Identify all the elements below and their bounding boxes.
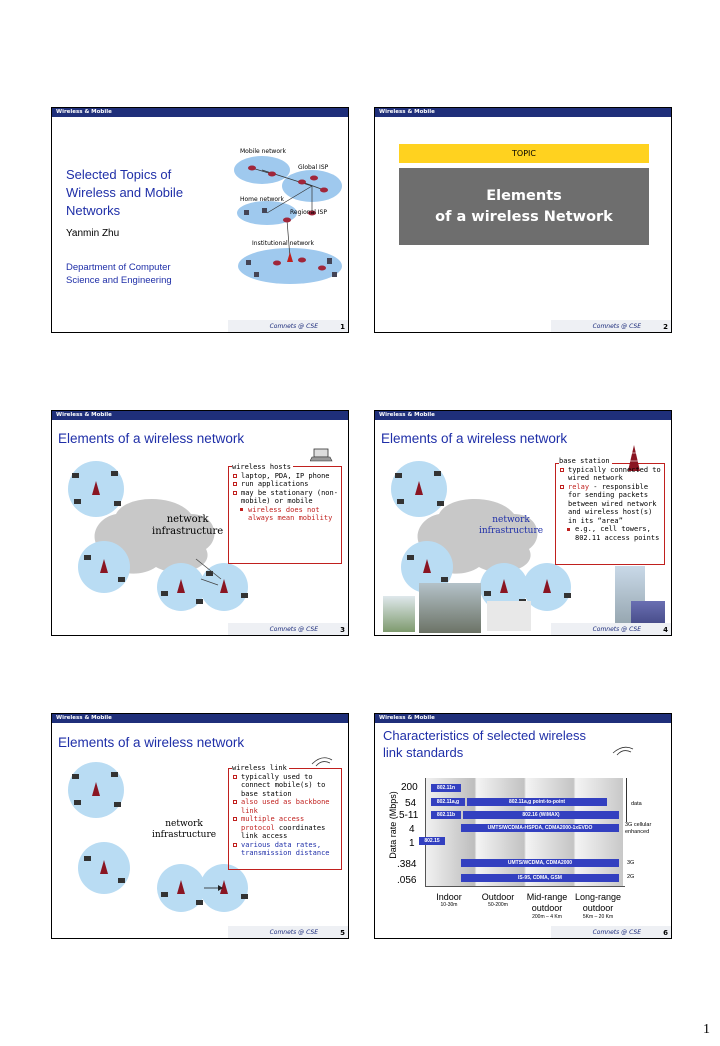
wireless-link-icon [311,757,333,767]
access-point-photo [487,601,531,631]
wireless-icon [612,746,634,756]
wireless-hosts-text: wireless hosts laptop, PDA, IP phone run… [232,463,342,523]
y-axis [425,778,426,886]
category-indoor: Indoor 10-30m [436,892,462,908]
callout-title: base station [559,457,612,466]
bracket-data [624,778,627,822]
slide-3: Wireless & Mobile Elements of a wireless… [51,410,349,636]
bar-is95-gsm: IS-95, CDMA, GSM [461,874,619,882]
wireless-network-diagram [68,762,248,912]
bullet: run applications [232,480,342,489]
right-label-2g: 2G [627,874,635,880]
y-tick: 54 [405,798,417,809]
bar-802-11n: 802.11n [431,784,461,792]
y-tick: 4 [409,824,415,835]
label-regional-isp: Regional ISP [290,209,327,216]
label-global-isp: Global ISP [298,164,329,171]
right-label-3g-cellular: 3G cellular [625,822,652,828]
slide-6: Wireless & Mobile Characteristics of sel… [374,713,672,939]
bullet-data-rates: various data rates, transmission distanc… [232,841,340,858]
slide-title: Elements of a wireless network [381,431,568,446]
topic-title-box: Elements of a wireless Network [399,168,649,245]
slide-title: Characteristics of selected wireless lin… [383,728,587,760]
bar-umts-cdma2000: UMTS/WCDMA, CDMA2000 [461,859,619,867]
mac-protocol-rest: coordinates link access [241,823,326,841]
slide-header: Wireless & Mobile [52,411,348,420]
bar-802-16-wimax: 802.16 (WiMAX) [463,811,619,819]
tower-photo-2 [419,583,481,633]
label-mobile-network: Mobile network [240,148,286,155]
wireless-network-diagram [68,461,248,611]
slide-title: Selected Topics of Wireless and Mobile N… [66,167,184,218]
y-axis-label: Data rate (Mbps) [388,791,398,859]
callout-title: wireless link [232,764,289,773]
bullet: laptop, PDA, IP phone [232,472,342,481]
bullet: typically used to connect mobile(s) to b… [232,773,340,799]
category-long-range: Long-range outdoor 5Km – 20 Km [574,892,622,920]
x-axis [425,886,625,887]
bar-802-11b: 802.11b [431,811,461,819]
wireless-link-text: wireless link typically used to connect … [232,764,340,858]
bar-802-15: 802.15 [419,837,445,845]
sub-bullet: wireless does not always mean mobility [232,506,342,523]
sub-bullet: e.g., cell towers, 802.11 access points [559,525,663,542]
slide-2: Wireless & Mobile TOPIC Elements of a wi… [374,107,672,333]
base-station-icon [628,445,640,471]
base-station-text: base station typically connected to wire… [559,457,663,542]
relay-description: - responsible for sending packets betwee… [568,482,657,525]
slide-header: Wireless & Mobile [52,714,348,723]
label-institutional-network: Institutional network [252,240,314,247]
slide-1: Wireless & Mobile Selected Topics of Wir… [51,107,349,333]
slide-4: Wireless & Mobile Elements of a wireless… [374,410,672,636]
slide-header: Wireless & Mobile [52,108,348,117]
bullet: may be stationary (non-mobile) or mobile [232,489,342,506]
category-outdoor: Outdoor 50-200m [481,892,515,908]
relay-word: relay [568,482,590,491]
y-tick: .384 [397,859,417,870]
department: Department of Computer Science and Engin… [66,262,172,286]
bullet: typically connected to wired network [559,466,663,483]
slide-title: Elements of a wireless network [58,735,245,750]
bar-802-11ag: 802.11a,g [431,798,465,806]
wireless-network-diagram [391,461,571,611]
topic-banner: TOPIC [399,144,649,163]
slide-header: Wireless & Mobile [375,714,671,723]
tower-photo-1 [383,596,415,632]
y-tick: 1 [409,838,415,849]
laptop-icon [310,448,333,462]
y-tick: 200 [401,782,418,793]
slide-5: Wireless & Mobile Elements of a wireless… [51,713,349,939]
mac-protocol-text: multiple access protocol [241,815,305,832]
y-tick: .056 [397,875,417,886]
network-infrastructure-label: network infrastructure [152,819,217,840]
slide-title: Elements of a wireless network [58,431,245,446]
chart-background [425,778,623,886]
author: Yanmin Zhu [66,228,120,239]
slide-header: Wireless & Mobile [375,108,671,117]
network-infrastructure-label: network infrastructure [152,514,224,537]
page-number: 1 [703,1022,710,1037]
bar-802-11ag-p2p: 802.11a,g point-to-point [467,798,607,806]
category-mid-range: Mid-range outdoor 200m – 4 Km [526,892,568,920]
bullet-backbone: also used as backbone link [232,798,340,815]
bar-umts-hspda: UMTS/WCDMA-HSPDA, CDMA2000-1xEVDO [461,824,619,832]
right-label-data: data [631,801,642,807]
bullet-relay: relay - responsible for sending packets … [559,483,663,526]
callout-title: wireless hosts [232,463,294,472]
network-diagram [234,156,342,284]
label-home-network: Home network [240,196,284,203]
y-tick: 5-11 [399,810,419,821]
right-label-3g: 3G [627,860,635,866]
bullet-mac: multiple access protocol coordinates lin… [232,815,340,841]
right-label-enhanced: enhanced [625,829,650,835]
network-infrastructure-label: network infrastructure [479,515,544,536]
slide-header: Wireless & Mobile [375,411,671,420]
